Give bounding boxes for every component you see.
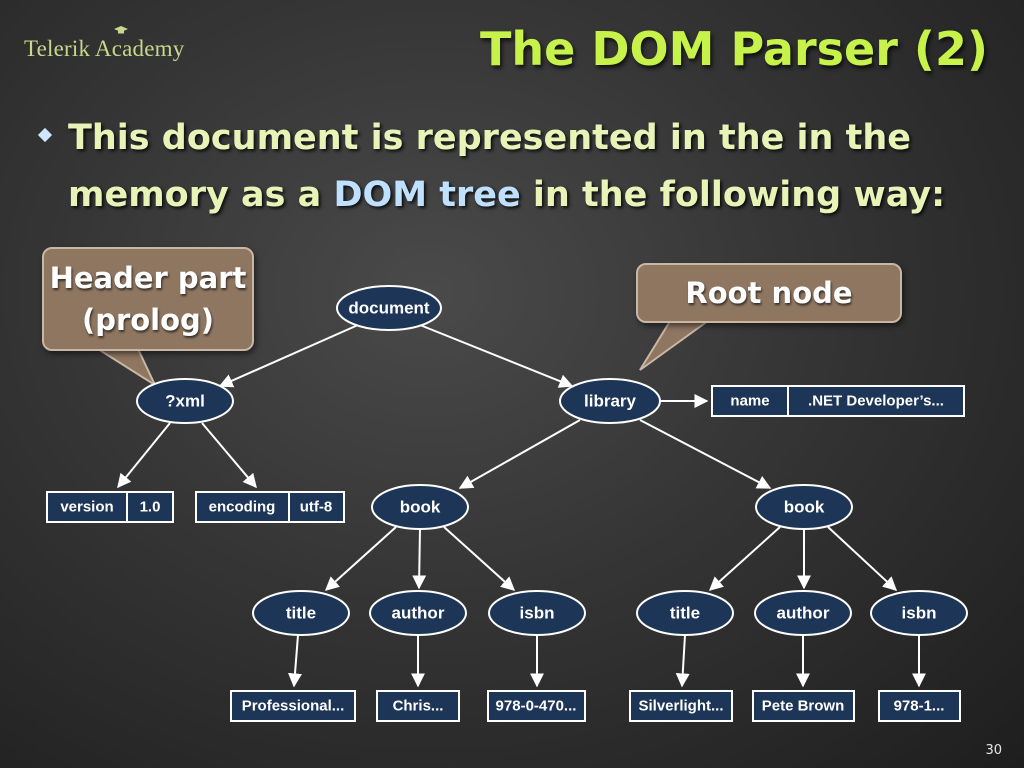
attr-library-name-key: name xyxy=(730,393,769,410)
edge-book2-isbn xyxy=(827,526,898,591)
node-xml-label: ?xml xyxy=(165,392,205,411)
bullet-text-highlight: DOM tree xyxy=(333,175,521,215)
value-book-1-isbn-text: 978-0-470... xyxy=(496,698,577,715)
brand-logo: Telerik Academy xyxy=(24,26,185,62)
edge-book2-title-value xyxy=(675,634,690,688)
bullet-text-part2: in the following way: xyxy=(520,175,946,215)
node-book-2-author-label: author xyxy=(777,604,830,623)
node-book-1-title-label: title xyxy=(286,604,316,623)
node-book-2-title: title xyxy=(636,590,734,636)
graduation-cap-icon xyxy=(114,26,128,34)
value-book-2-author-text: Pete Brown xyxy=(762,698,845,715)
node-document-label: document xyxy=(348,299,430,318)
callout-prolog-tail xyxy=(94,348,158,388)
value-book-1-isbn: 978-0-470... xyxy=(487,690,586,722)
node-book-2-author: author xyxy=(754,590,852,636)
node-xml: ?xml xyxy=(136,378,234,424)
value-book-2-isbn: 978-1... xyxy=(878,690,961,722)
node-book-2-isbn: isbn xyxy=(870,590,968,636)
edge-book1-author xyxy=(412,527,427,590)
node-library: library xyxy=(559,378,661,424)
brand-text: Telerik Academy xyxy=(24,36,185,61)
node-book-2-isbn-label: isbn xyxy=(902,604,937,623)
callout-root-tail xyxy=(639,317,716,371)
node-book-1-author: author xyxy=(369,590,467,636)
attr-xml-encoding-key: encoding xyxy=(209,499,276,516)
edge-xml-encoding xyxy=(201,422,257,489)
attr-xml-version-value: 1.0 xyxy=(140,499,161,516)
attr-xml-version-key: version xyxy=(60,499,113,516)
bullet-text-part1: This document is represented in the in t… xyxy=(68,118,912,215)
value-book-2-author: Pete Brown xyxy=(752,690,855,722)
attr-library-name-value: .NET Developer’s... xyxy=(808,393,944,410)
edge-library-book1 xyxy=(458,419,581,489)
callout-header-part-line1: Header part xyxy=(49,261,247,295)
node-book-2-title-label: title xyxy=(670,604,700,623)
value-book-1-author: Chris... xyxy=(376,690,460,722)
node-library-label: library xyxy=(584,392,637,411)
edge-book1-isbn xyxy=(443,526,516,591)
attr-xml-encoding-value: utf-8 xyxy=(300,499,333,516)
value-book-2-isbn-text: 978-1... xyxy=(894,698,945,715)
edge-library-book2 xyxy=(639,419,772,489)
node-book-1: book xyxy=(371,484,469,530)
node-book-1-author-label: author xyxy=(392,604,445,623)
callout-header-part: Header part (prolog) xyxy=(42,247,254,351)
node-book-2: book xyxy=(755,484,853,530)
value-book-1-author-text: Chris... xyxy=(393,698,444,715)
node-book-1-title: title xyxy=(252,590,350,636)
edge-document-xml xyxy=(218,324,359,388)
value-book-1-title-text: Professional... xyxy=(242,698,345,715)
value-book-2-title: Silverlight... xyxy=(629,690,733,722)
attr-xml-encoding: encoding utf-8 xyxy=(195,491,345,523)
bullet-text: This document is represented in the in t… xyxy=(68,110,968,224)
attr-xml-version: version 1.0 xyxy=(46,491,174,523)
node-document: document xyxy=(336,285,442,331)
edge-book2-title xyxy=(708,526,781,591)
page-number: 30 xyxy=(985,743,1002,758)
value-book-1-title: Professional... xyxy=(230,690,356,722)
edge-document-library xyxy=(419,324,574,388)
edge-xml-version xyxy=(117,422,171,489)
node-book-2-label: book xyxy=(784,498,825,517)
node-book-1-isbn-label: isbn xyxy=(520,604,555,623)
slide-title: The DOM Parser (2) xyxy=(480,22,988,76)
callout-header-part-line2: (prolog) xyxy=(81,303,215,337)
callout-root-node: Root node xyxy=(636,263,902,323)
edge-book1-title xyxy=(324,526,397,591)
edge-book1-title-value xyxy=(288,634,302,688)
node-book-1-label: book xyxy=(400,498,441,517)
value-book-2-title-text: Silverlight... xyxy=(638,698,723,715)
node-book-1-isbn: isbn xyxy=(488,590,586,636)
attr-library-name: name .NET Developer’s... xyxy=(711,385,965,417)
